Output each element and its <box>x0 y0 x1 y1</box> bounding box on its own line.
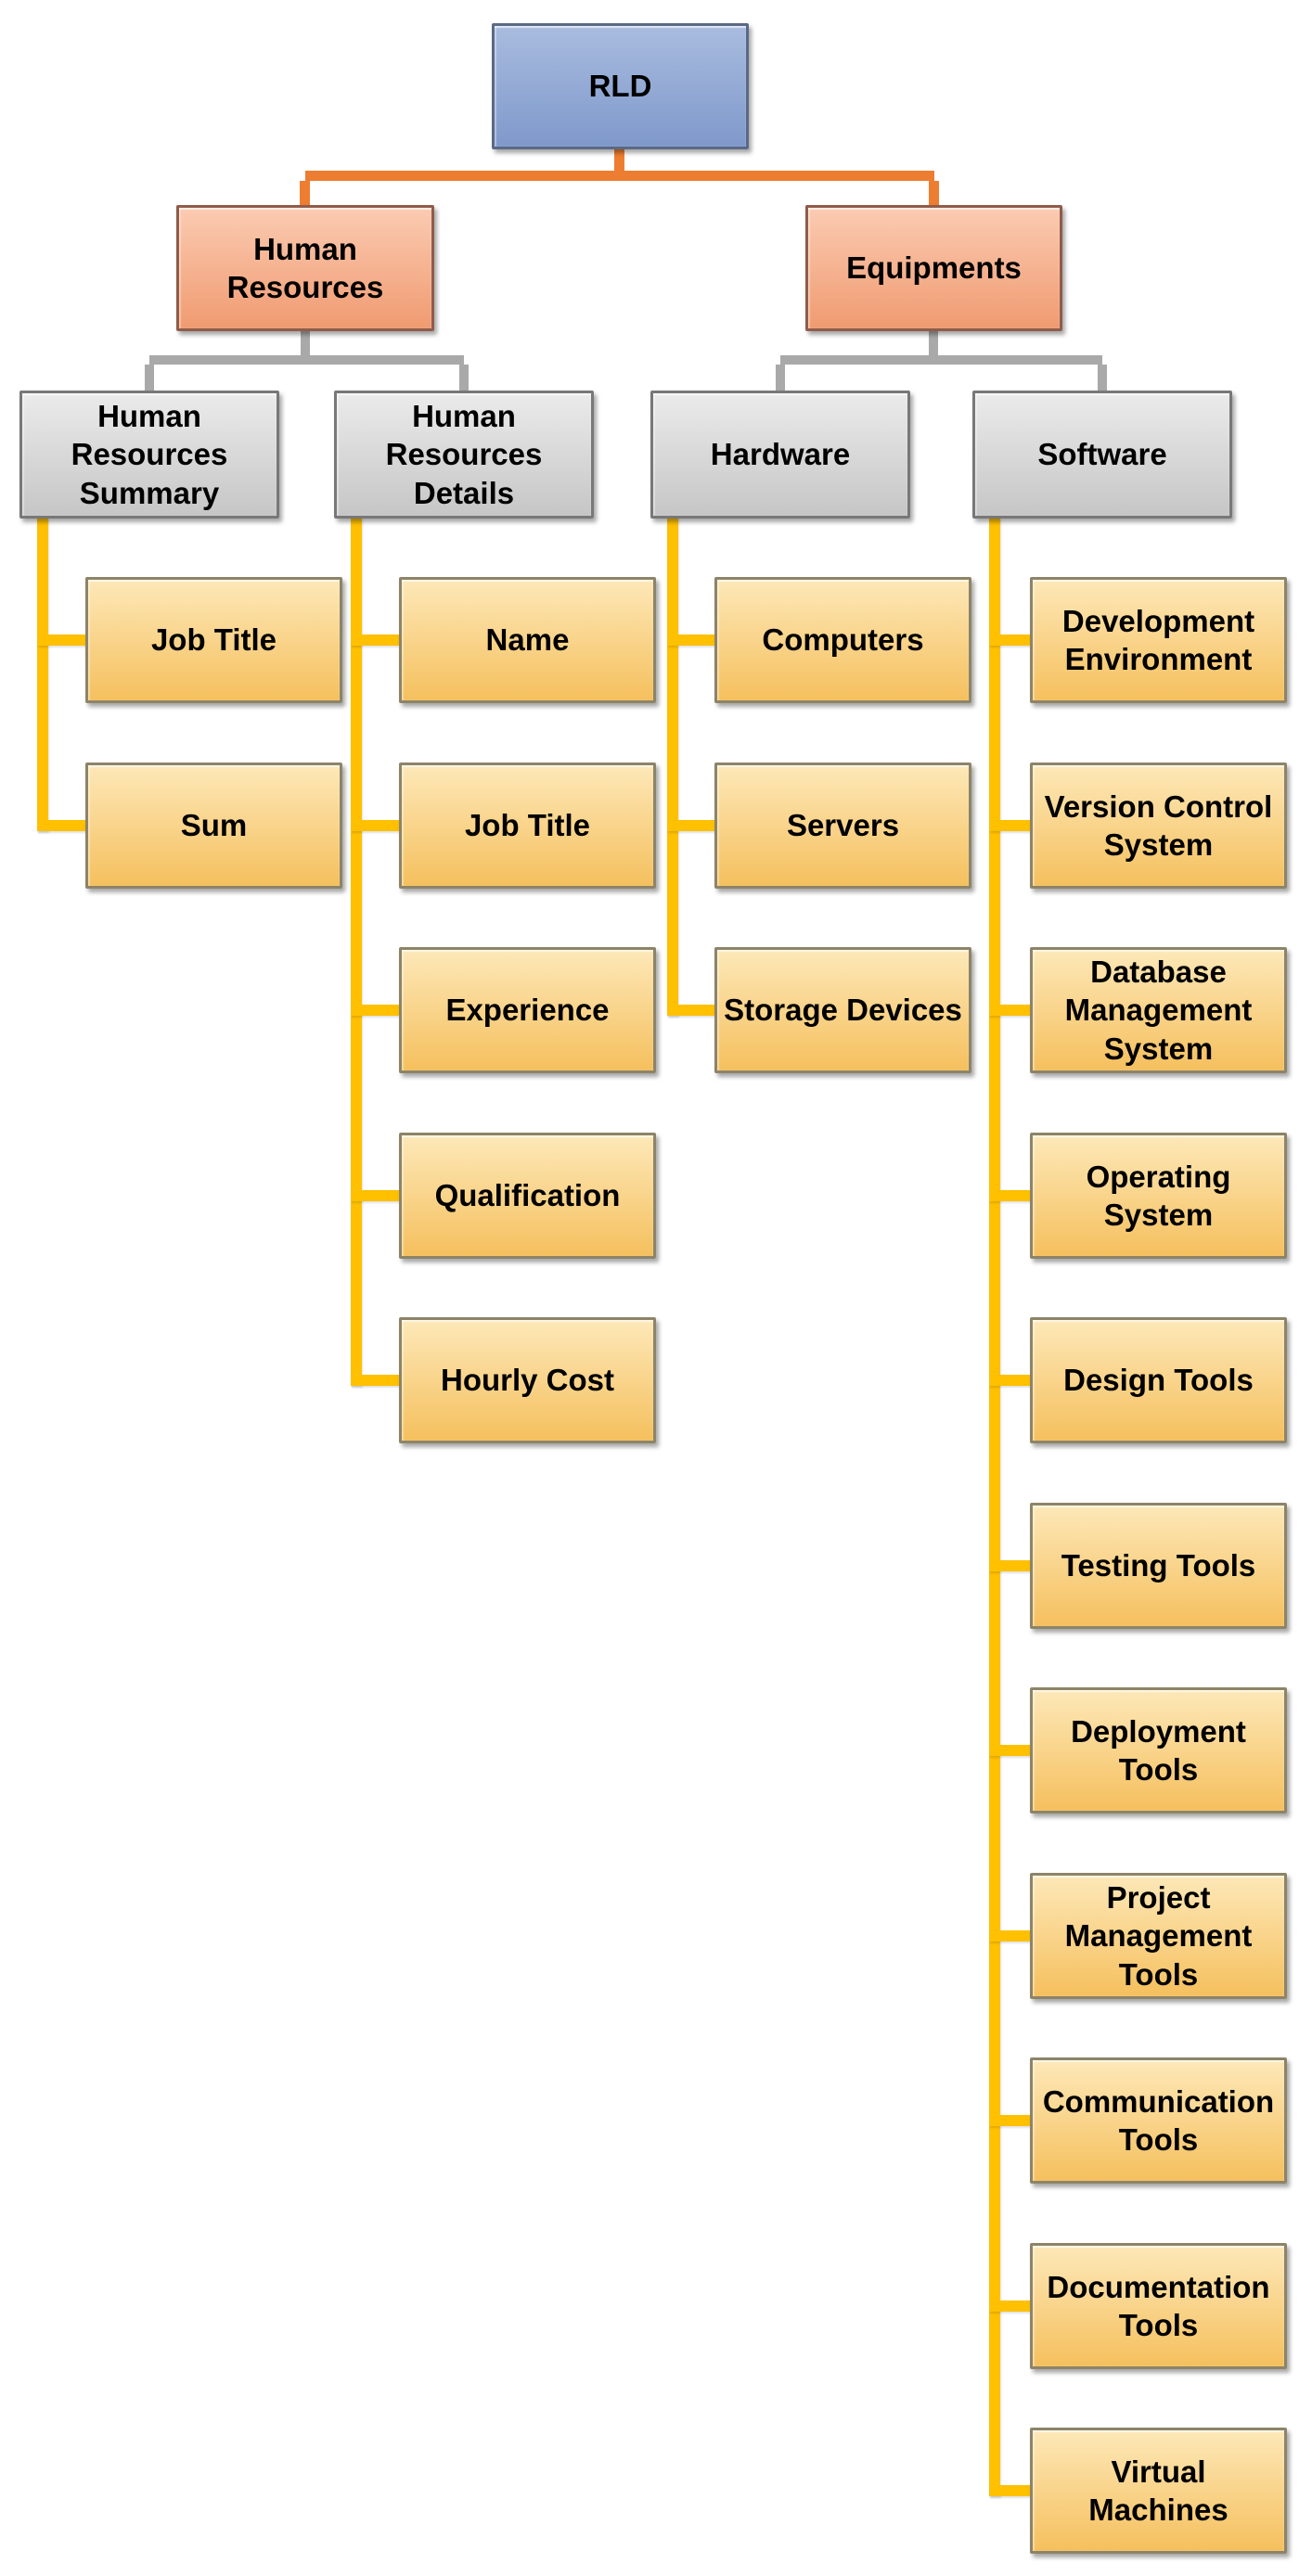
branch-line-hr-details <box>351 517 362 1386</box>
node-hardware: Hardware <box>650 391 910 519</box>
connector-elbow <box>989 1375 1030 1386</box>
node-qualification: Qualification <box>399 1133 656 1259</box>
node-communication-tools: Communication Tools <box>1030 2057 1287 2184</box>
connector-elbow <box>667 1005 714 1016</box>
node-experience: Experience <box>399 947 656 1073</box>
node-human-resources: Human Resources <box>176 205 434 331</box>
node-name: Name <box>399 577 656 703</box>
node-sum: Sum <box>85 763 342 889</box>
node-computers: Computers <box>714 577 971 703</box>
connector-elbow <box>351 820 399 831</box>
connector-elbow <box>351 1005 399 1016</box>
connector-elbow <box>37 820 85 831</box>
connector-equipments-drop-software <box>1098 365 1107 391</box>
node-software: Software <box>972 391 1232 519</box>
connector-root-bar <box>305 171 934 181</box>
connector-elbow <box>989 634 1030 646</box>
branch-line-hr-summary <box>37 517 48 831</box>
connector-hr-bar <box>149 355 464 365</box>
connector-hr-drop-summary <box>145 365 154 391</box>
node-testing-tools: Testing Tools <box>1030 1503 1287 1629</box>
node-development-environment: Development Environment <box>1030 577 1287 703</box>
connector-elbow <box>989 1560 1030 1571</box>
connector-elbow <box>37 634 85 646</box>
node-virtual-machines: Virtual Machines <box>1030 2428 1287 2554</box>
node-human-resources-summary: Human Resources Summary <box>19 391 279 519</box>
node-human-resources-details: Human Resources Details <box>334 391 594 519</box>
node-operating-system: Operating System <box>1030 1133 1287 1259</box>
node-version-control-system: Version Control System <box>1030 763 1287 889</box>
connector-elbow <box>351 634 399 646</box>
node-hourly-cost: Hourly Cost <box>399 1317 656 1443</box>
connector-elbow <box>989 2300 1030 2312</box>
connector-elbow <box>989 820 1030 831</box>
node-deployment-tools: Deployment Tools <box>1030 1687 1287 1813</box>
connector-elbow <box>989 1745 1030 1756</box>
branch-line-hardware <box>667 517 678 1016</box>
connector-equipments-drop-hardware <box>776 365 785 391</box>
connector-hr-stub <box>301 329 310 359</box>
connector-root-drop-human-resources <box>300 181 310 207</box>
connector-elbow <box>667 820 714 831</box>
connector-elbow <box>989 1930 1030 1942</box>
node-storage-devices: Storage Devices <box>714 947 971 1073</box>
connector-elbow <box>989 1005 1030 1016</box>
connector-elbow <box>989 1190 1030 1201</box>
node-documentation-tools: Documentation Tools <box>1030 2243 1287 2369</box>
connector-elbow <box>989 2115 1030 2126</box>
connector-root-drop-equipments <box>929 181 939 207</box>
connector-equipments-bar <box>780 355 1102 365</box>
node-database-management-system: Database Management System <box>1030 947 1287 1073</box>
connector-root-stub <box>614 146 624 181</box>
node-servers: Servers <box>714 763 971 889</box>
node-rld: RLD <box>492 23 749 149</box>
connector-elbow <box>351 1190 399 1201</box>
node-job-title: Job Title <box>85 577 342 703</box>
connector-equipments-stub <box>929 329 938 359</box>
connector-elbow <box>989 2485 1030 2496</box>
connector-hr-drop-details <box>459 365 469 391</box>
branch-line-software <box>989 517 1000 2496</box>
node-project-management-tools: Project Management Tools <box>1030 1873 1287 1999</box>
connector-elbow <box>667 634 714 646</box>
connector-elbow <box>351 1375 399 1386</box>
node-design-tools: Design Tools <box>1030 1317 1287 1443</box>
node-equipments: Equipments <box>805 205 1062 331</box>
node-job-title-details: Job Title <box>399 763 656 889</box>
